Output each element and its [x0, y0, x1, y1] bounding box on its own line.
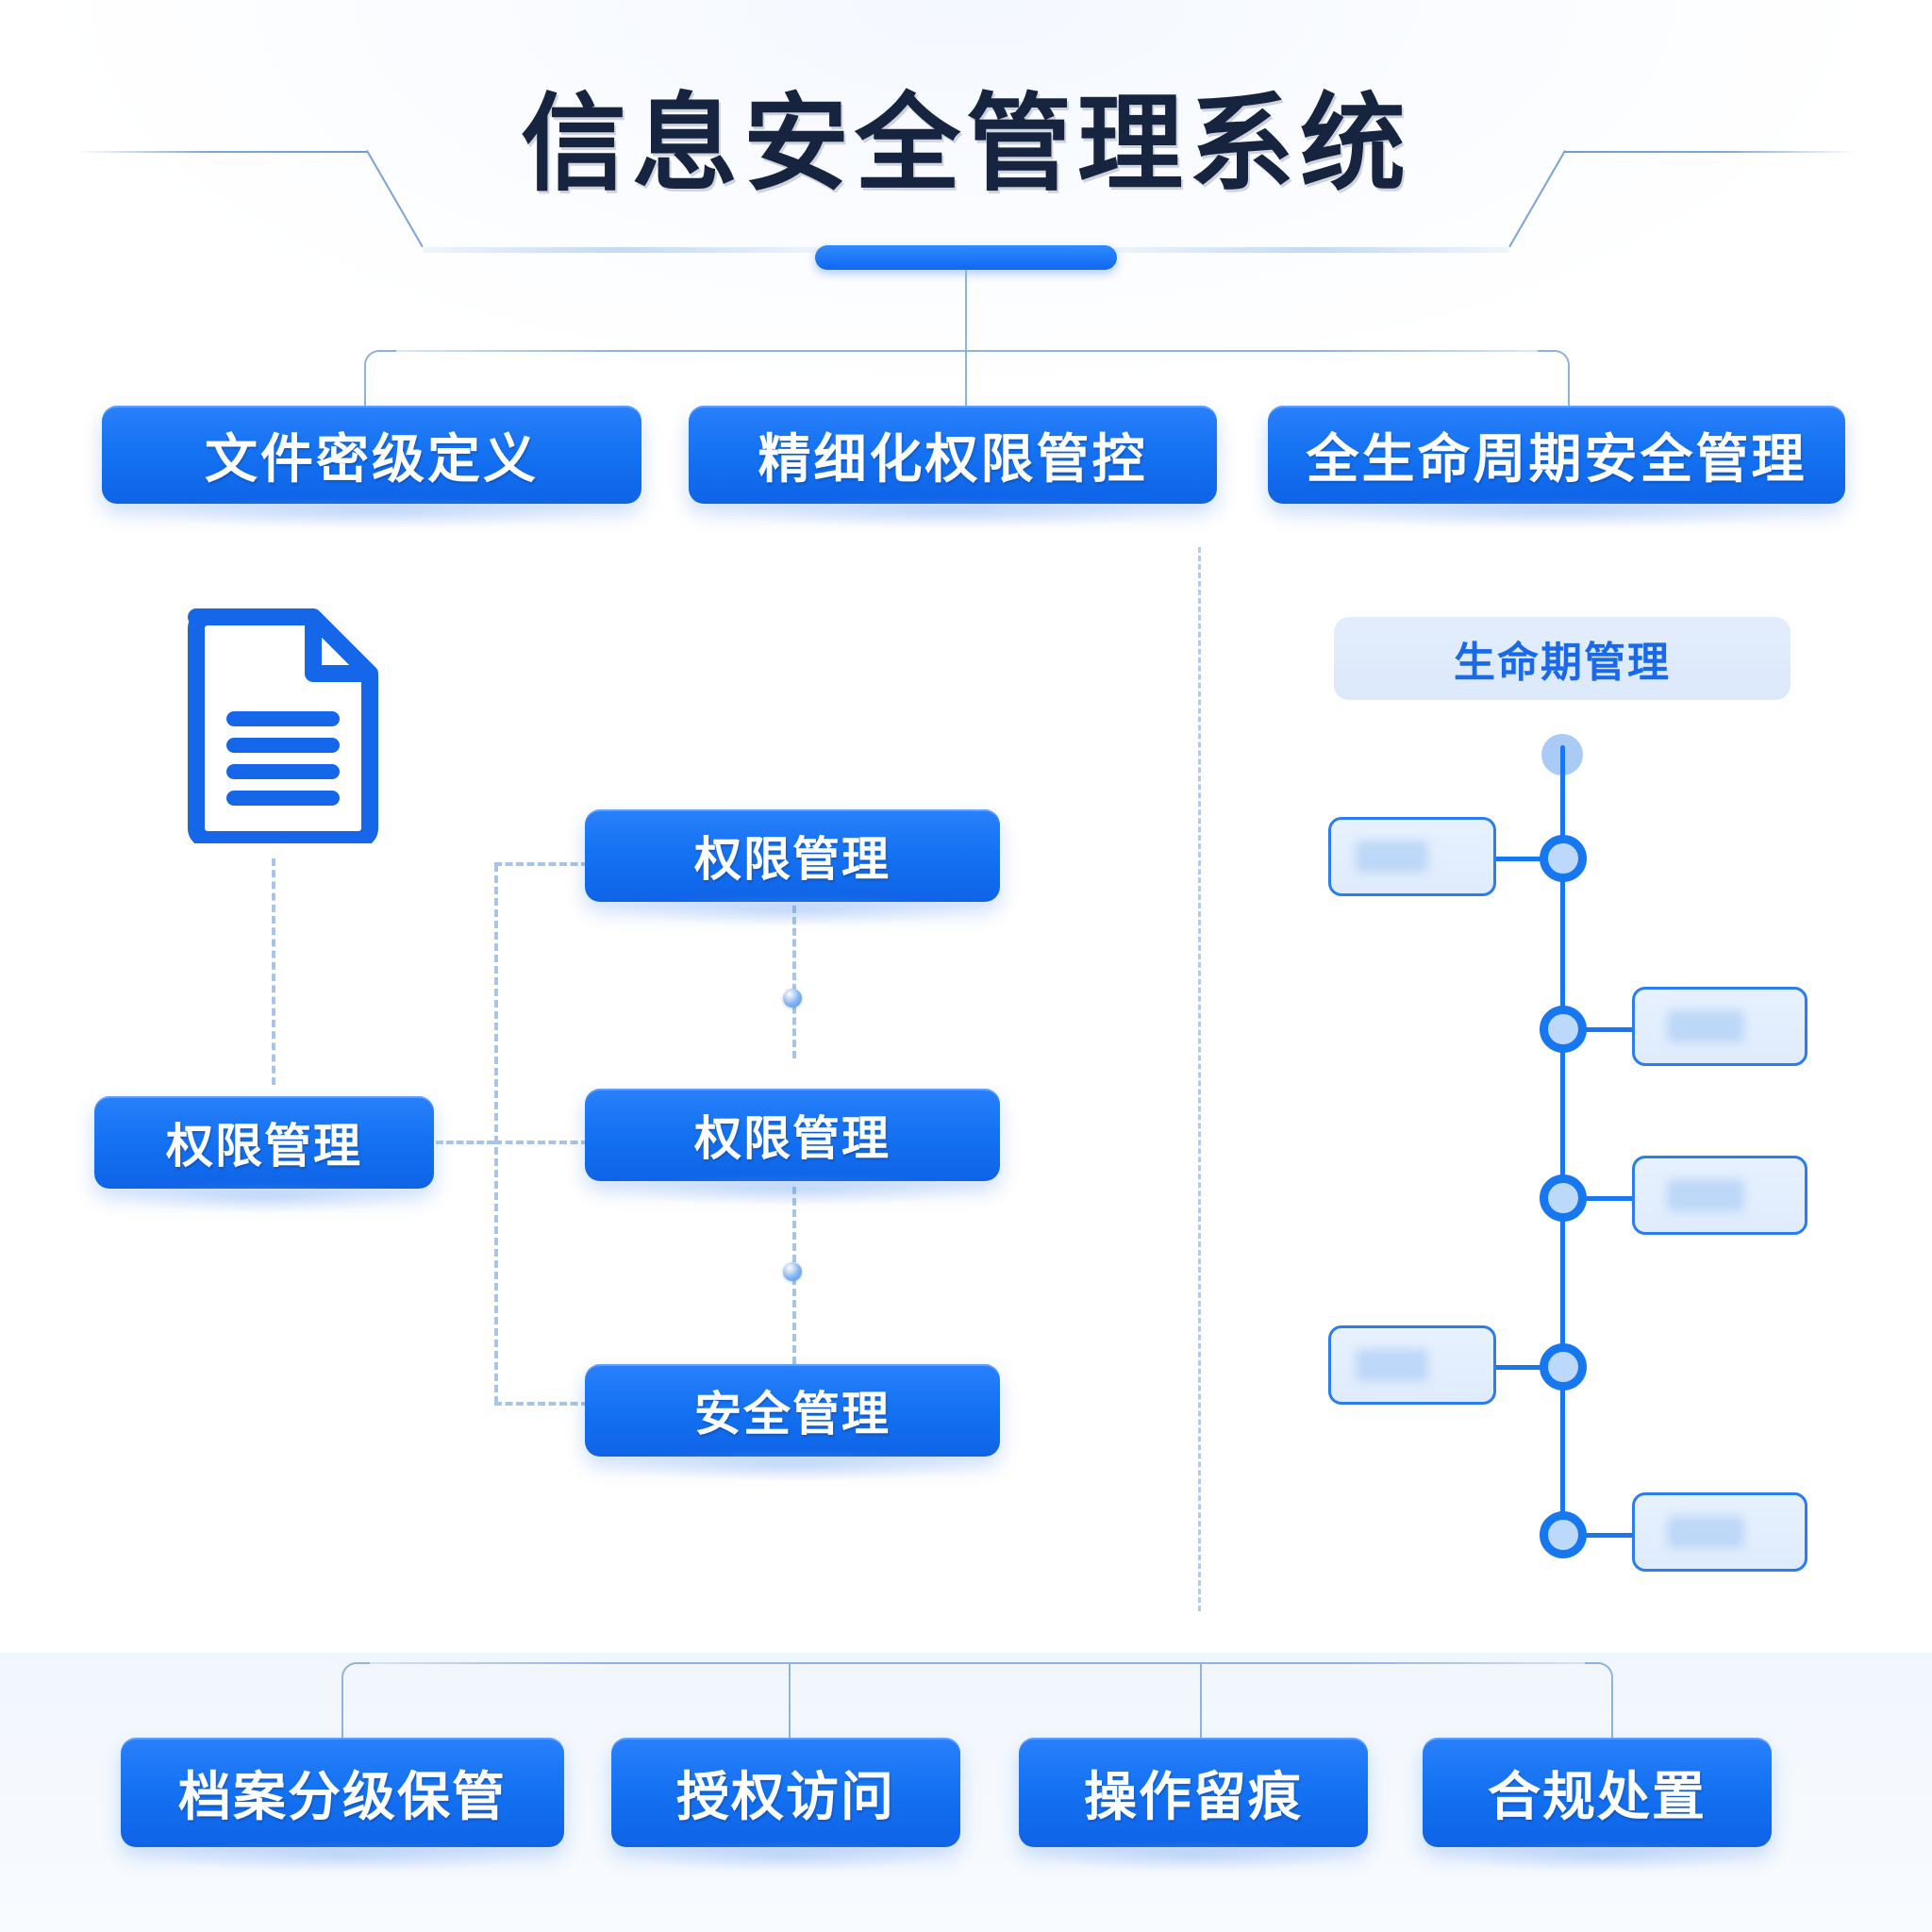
- header-baseline-left: [423, 247, 819, 253]
- header-rule-left: [75, 151, 368, 153]
- middle-bracket-arm-top: [494, 862, 589, 866]
- lifecycle-node-2[interactable]: [1540, 1006, 1587, 1053]
- bottom-corner-right: [1585, 1662, 1613, 1690]
- tree-drop-center: [965, 350, 967, 408]
- left-card-permission-label: 权限管理: [166, 1120, 362, 1173]
- lifecycle-header-label: 生命期管理: [1454, 640, 1671, 686]
- middle-chain-dot-1: [783, 989, 802, 1008]
- capability-button-1-label: 档案分级保管: [178, 1766, 507, 1826]
- capability-button-4-label: 合规处置: [1488, 1766, 1707, 1826]
- left-card-stub: [436, 1141, 494, 1144]
- lifecycle-card-4[interactable]: [1328, 1325, 1496, 1405]
- lifecycle-card-4-label: [1356, 1349, 1428, 1381]
- pillar-button-2-label: 精细化权限管控: [758, 428, 1148, 489]
- pillar-button-1-label: 文件密级定义: [205, 428, 539, 489]
- middle-card-1-label: 权限管理: [694, 833, 891, 886]
- capability-button-3-label: 操作留痕: [1084, 1766, 1303, 1826]
- middle-bracket-arm-bottom: [494, 1402, 589, 1406]
- lifecycle-card-5[interactable]: [1632, 1492, 1807, 1572]
- header-baseline-right: [1113, 247, 1509, 253]
- pillar-button-1[interactable]: 文件密级定义: [102, 406, 641, 528]
- tree-corner-left: [364, 350, 396, 382]
- lifecycle-stub-1: [1489, 857, 1541, 861]
- lifecycle-stub-5: [1583, 1533, 1636, 1538]
- header-rule-right: [1564, 151, 1857, 153]
- pillar-button-3[interactable]: 全生命周期安全管理: [1268, 406, 1845, 528]
- middle-bracket-spine: [494, 864, 498, 1404]
- middle-card-3[interactable]: 安全管理: [585, 1364, 1000, 1481]
- tree-trunk: [965, 270, 967, 351]
- middle-card-2-label: 权限管理: [694, 1112, 891, 1165]
- lifecycle-node-5[interactable]: [1540, 1511, 1587, 1558]
- bottom-drop-1: [341, 1685, 343, 1740]
- capability-button-1[interactable]: 档案分级保管: [121, 1738, 564, 1872]
- lifecycle-card-2-label: [1666, 1010, 1744, 1042]
- bottom-crossbar: [355, 1662, 1600, 1664]
- capability-button-3[interactable]: 操作留痕: [1019, 1738, 1368, 1872]
- lifecycle-card-1[interactable]: [1328, 817, 1496, 896]
- lifecycle-header: 生命期管理: [1334, 617, 1790, 700]
- lifecycle-axis: [1560, 745, 1565, 1547]
- capability-button-2[interactable]: 授权访问: [611, 1738, 960, 1872]
- lifecycle-stub-2: [1583, 1027, 1636, 1032]
- lifecycle-stub-3: [1583, 1196, 1636, 1201]
- lifecycle-node-1[interactable]: [1540, 835, 1587, 882]
- middle-chain-dot-2: [783, 1262, 802, 1281]
- lifecycle-card-3-label: [1666, 1179, 1744, 1211]
- bottom-drop-4: [1611, 1685, 1613, 1740]
- middle-chain-1: [792, 906, 796, 1058]
- middle-bracket-arm-middle: [494, 1141, 589, 1144]
- lifecycle-card-2[interactable]: [1632, 987, 1807, 1066]
- lifecycle-node-3[interactable]: [1540, 1174, 1587, 1222]
- lifecycle-card-1-label: [1356, 841, 1428, 873]
- capability-button-2-label: 授权访问: [676, 1766, 895, 1826]
- doc-to-card-connector: [272, 858, 275, 1085]
- header-accent-pill: [815, 245, 1117, 270]
- pillar-button-3-label: 全生命周期安全管理: [1306, 428, 1807, 489]
- tree-drop-left: [364, 373, 366, 410]
- left-card-permission[interactable]: 权限管理: [94, 1096, 434, 1213]
- section-divider: [1198, 547, 1201, 1611]
- page-title: 信息安全管理系统: [521, 85, 1411, 203]
- lifecycle-card-3[interactable]: [1632, 1156, 1807, 1235]
- capability-button-4[interactable]: 合规处置: [1423, 1738, 1772, 1872]
- middle-card-2[interactable]: 权限管理: [585, 1089, 1000, 1206]
- lifecycle-stub-4: [1489, 1365, 1541, 1370]
- middle-card-3-label: 安全管理: [694, 1388, 891, 1441]
- middle-card-1[interactable]: 权限管理: [585, 809, 1000, 926]
- tree-drop-right: [1568, 373, 1570, 410]
- lifecycle-node-4[interactable]: [1540, 1343, 1587, 1391]
- tree-corner-right: [1538, 350, 1570, 382]
- bottom-drop-2: [789, 1662, 791, 1740]
- bottom-drop-3: [1200, 1662, 1202, 1740]
- pillar-button-2[interactable]: 精细化权限管控: [689, 406, 1217, 528]
- bottom-corner-left: [341, 1662, 370, 1690]
- document-icon: [181, 602, 385, 848]
- lifecycle-card-5-label: [1666, 1516, 1744, 1548]
